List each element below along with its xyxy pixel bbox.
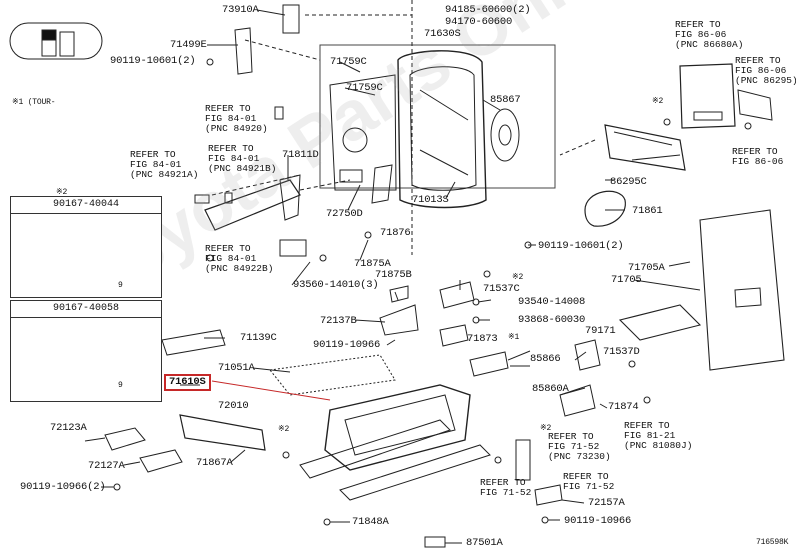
note-mark: ※2 <box>56 188 68 197</box>
note-mark: ※2 <box>540 424 552 433</box>
note-mark: ※2 <box>652 97 664 106</box>
part-label[interactable]: 79171 <box>585 325 616 337</box>
part-label[interactable]: 85860A <box>532 383 569 395</box>
part-label[interactable]: 71867A <box>196 457 233 469</box>
part-label[interactable]: 71537D <box>603 346 640 358</box>
part-label[interactable]: 71874 <box>608 401 639 413</box>
part-label[interactable]: 72010 <box>218 400 249 412</box>
inset-box-clip-40044: 90167-40044 <box>10 196 162 298</box>
inset-box-part-number: 90167-40058 <box>11 301 161 318</box>
note-mark: ※2 <box>512 273 524 282</box>
reference-note[interactable]: REFER TO FIG 71-52 <box>480 477 532 498</box>
part-label[interactable]: 71013S <box>412 194 449 206</box>
part-label[interactable]: 71759C <box>330 56 367 68</box>
part-label[interactable]: 72750D <box>326 208 363 220</box>
inset-box-part-number: 90167-40044 <box>11 197 161 214</box>
note-mark: ※1 <box>508 333 520 342</box>
part-label[interactable]: 71875B <box>375 269 412 281</box>
part-label[interactable]: 72127A <box>88 460 125 472</box>
part-label[interactable]: 90119-10966 <box>313 339 381 351</box>
part-label[interactable]: 71051A <box>218 362 255 374</box>
part-label[interactable]: 93540-14008 <box>518 296 586 308</box>
part-label[interactable]: 73910A <box>222 4 259 16</box>
note-mark: ※2 <box>278 425 290 434</box>
part-label[interactable]: 93868-60030 <box>518 314 586 326</box>
part-label[interactable]: 94185-60600(2) <box>445 4 531 16</box>
reference-note[interactable]: REFER TO FIG 84-01 (PNC 84921A) <box>130 149 199 180</box>
part-label[interactable]: 71861 <box>632 205 663 217</box>
part-label[interactable]: 90119-10966(2) <box>20 481 106 493</box>
part-label[interactable]: 71875A <box>354 258 391 270</box>
part-label[interactable]: 72123A <box>50 422 87 434</box>
reference-note[interactable]: REFER TO FIG 86-06 <box>732 146 784 167</box>
figure-code: 716598K <box>756 538 789 547</box>
part-label[interactable]: 71499E <box>170 39 207 51</box>
reference-note[interactable]: REFER TO FIG 86-06 (PNC 86680A) <box>675 19 744 50</box>
part-label[interactable]: 71848A <box>352 516 389 528</box>
part-label[interactable]: 71537C <box>483 283 520 295</box>
part-label[interactable]: 85866 <box>530 353 561 365</box>
key-thumbnail <box>9 22 103 60</box>
part-label[interactable]: 94170-60600 <box>445 16 513 28</box>
part-label[interactable]: 71705 <box>611 274 642 286</box>
tour-note: ※1 (TOUR- <box>12 98 56 107</box>
reference-note[interactable]: REFER TO FIG 71-52 <box>563 471 615 492</box>
inset-box-clip-40058: 90167-40058 <box>10 300 162 402</box>
reference-note[interactable]: REFER TO FIG 86-06 (PNC 86295) <box>735 55 796 86</box>
reference-note[interactable]: REFER TO FIG 84-01 (PNC 84920) <box>205 103 268 134</box>
part-label[interactable]: 90119-10601(2) <box>538 240 624 252</box>
dimension-label: 9 <box>118 381 123 390</box>
part-label[interactable]: 72137B <box>320 315 357 327</box>
dimension-label: 9 <box>118 281 123 290</box>
part-label[interactable]: 71811D <box>282 149 319 161</box>
part-label[interactable]: 86295C <box>610 176 647 188</box>
part-label[interactable]: 85867 <box>490 94 521 106</box>
part-label[interactable]: 72157A <box>588 497 625 509</box>
reference-note[interactable]: REFER TO FIG 71-52 (PNC 73230) <box>548 431 611 462</box>
part-label[interactable]: 93560-14010(3) <box>293 279 379 291</box>
reference-note[interactable]: REFER TO FIG 84-01 (PNC 84921B) <box>208 143 277 174</box>
reference-note[interactable]: REFER TO FIG 81-21 (PNC 81080J) <box>624 420 693 451</box>
part-label[interactable]: 71759C <box>346 82 383 94</box>
part-label[interactable]: 71876 <box>380 227 411 239</box>
reference-note[interactable]: REFER TO FIG 84-01 (PNC 84922B) <box>205 243 274 274</box>
part-label[interactable]: 71705A <box>628 262 665 274</box>
part-label[interactable]: 71873 <box>467 333 498 345</box>
part-label[interactable]: 71139C <box>240 332 277 344</box>
part-label-highlighted[interactable]: 71610S <box>164 374 211 391</box>
part-label[interactable]: 90119-10601(2) <box>110 55 196 67</box>
part-label[interactable]: 90119-10966 <box>564 515 632 527</box>
part-label[interactable]: 71630S <box>424 28 461 40</box>
part-label[interactable]: 87501A <box>466 537 503 549</box>
